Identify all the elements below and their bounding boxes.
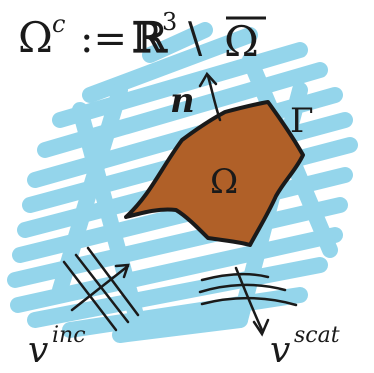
title-space: ℝ (132, 13, 168, 62)
label-domain: Ω (210, 162, 238, 202)
label-scattered-sup: scat (294, 323, 340, 348)
obstacle-domain (124, 100, 305, 247)
label-scattered: v (270, 330, 290, 371)
title-assign: := (80, 16, 127, 62)
title-formula: Ω c := ℝ 3 \ Ω (18, 8, 266, 66)
title-space-sup: 3 (162, 8, 177, 36)
label-incident-sup: inc (52, 323, 86, 348)
title-complement: Ω (18, 13, 53, 62)
incident-wave-icon (62, 246, 140, 332)
label-normal: n (170, 81, 195, 121)
label-boundary: Γ (290, 101, 314, 141)
title-closure: Ω (224, 17, 259, 66)
title-complement-sup: c (52, 10, 65, 38)
normal-arrow-icon (198, 71, 222, 122)
scattered-wave-icon (198, 266, 298, 337)
title-setminus: \ (188, 13, 203, 62)
label-incident: v (28, 330, 48, 371)
